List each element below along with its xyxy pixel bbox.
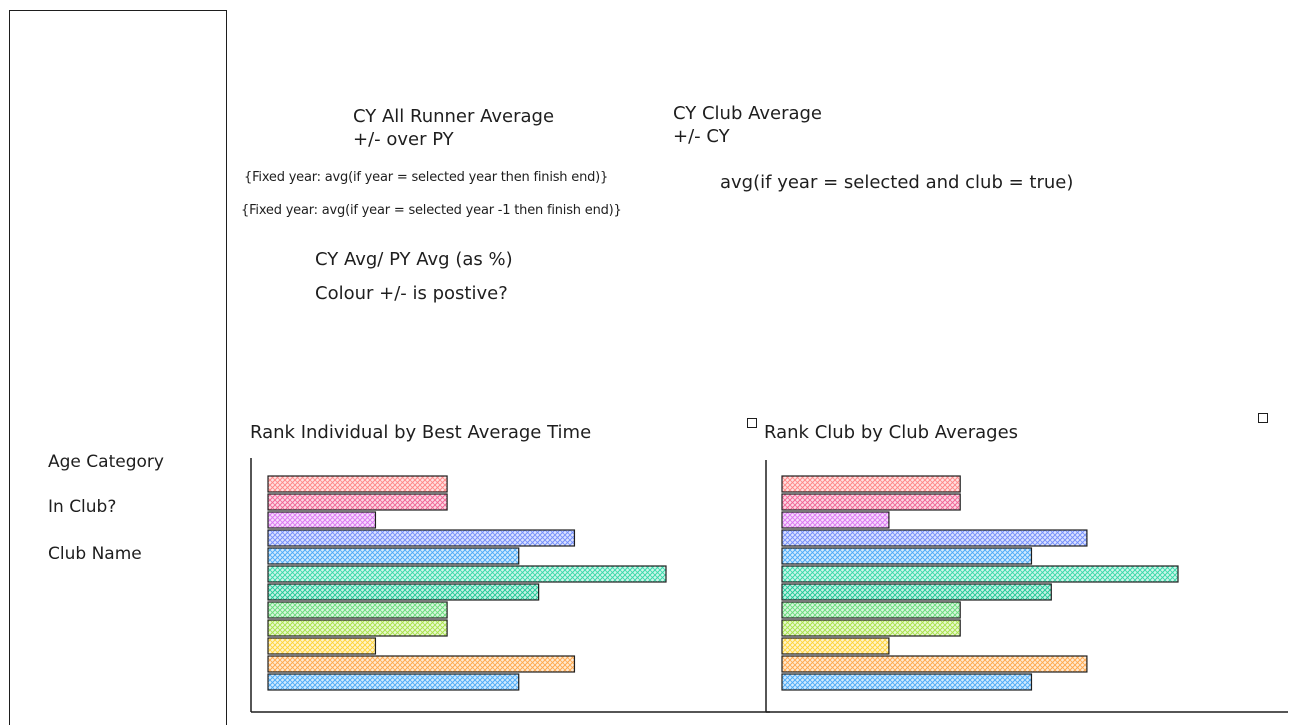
bar bbox=[781, 583, 1052, 601]
bar bbox=[267, 475, 448, 493]
bar bbox=[267, 511, 377, 529]
bar bbox=[267, 601, 448, 619]
chart-title-club: Rank Club by Club Averages bbox=[764, 422, 1019, 443]
resize-handle[interactable] bbox=[747, 418, 757, 428]
bar bbox=[267, 619, 448, 637]
ratio-note: CY Avg/ PY Avg (as %) bbox=[315, 249, 513, 270]
colour-note: Colour +/- is postive? bbox=[315, 283, 508, 304]
bar bbox=[267, 637, 377, 655]
bar bbox=[781, 619, 961, 637]
filter-sidebar bbox=[9, 10, 227, 725]
bar bbox=[781, 673, 1033, 691]
club-kpi-title: CY Club Average bbox=[673, 103, 823, 124]
formula-cy-average: {Fixed year: avg(if year = selected year… bbox=[244, 170, 609, 185]
formula-py-average: {Fixed year: avg(if year = selected year… bbox=[241, 203, 622, 218]
filter-in-club[interactable]: In Club? bbox=[48, 497, 117, 517]
filter-age-category[interactable]: Age Category bbox=[48, 452, 164, 472]
all-runner-kpi-title: CY All Runner Average bbox=[353, 106, 555, 127]
club-formula: avg(if year = selected and club = true) bbox=[720, 172, 1074, 193]
bar bbox=[781, 529, 1088, 547]
bar bbox=[267, 493, 448, 511]
bar bbox=[267, 565, 667, 583]
bar bbox=[781, 637, 890, 655]
filter-club-name[interactable]: Club Name bbox=[48, 544, 142, 564]
bar bbox=[781, 565, 1179, 583]
chart-club bbox=[765, 460, 1288, 713]
bar bbox=[267, 547, 520, 565]
bar bbox=[781, 601, 961, 619]
chart-individual bbox=[250, 458, 770, 713]
bar bbox=[267, 655, 576, 673]
bar bbox=[781, 547, 1033, 565]
bar bbox=[781, 493, 961, 511]
bar bbox=[781, 655, 1088, 673]
all-runner-kpi-subtitle: +/- over PY bbox=[353, 129, 454, 150]
club-kpi-subtitle: +/- CY bbox=[673, 126, 730, 147]
bar bbox=[781, 511, 890, 529]
chart-title-individual: Rank Individual by Best Average Time bbox=[250, 422, 592, 443]
bar bbox=[781, 475, 961, 493]
bar bbox=[267, 529, 576, 547]
bar bbox=[267, 583, 540, 601]
bar bbox=[267, 673, 520, 691]
resize-handle[interactable] bbox=[1258, 413, 1268, 423]
